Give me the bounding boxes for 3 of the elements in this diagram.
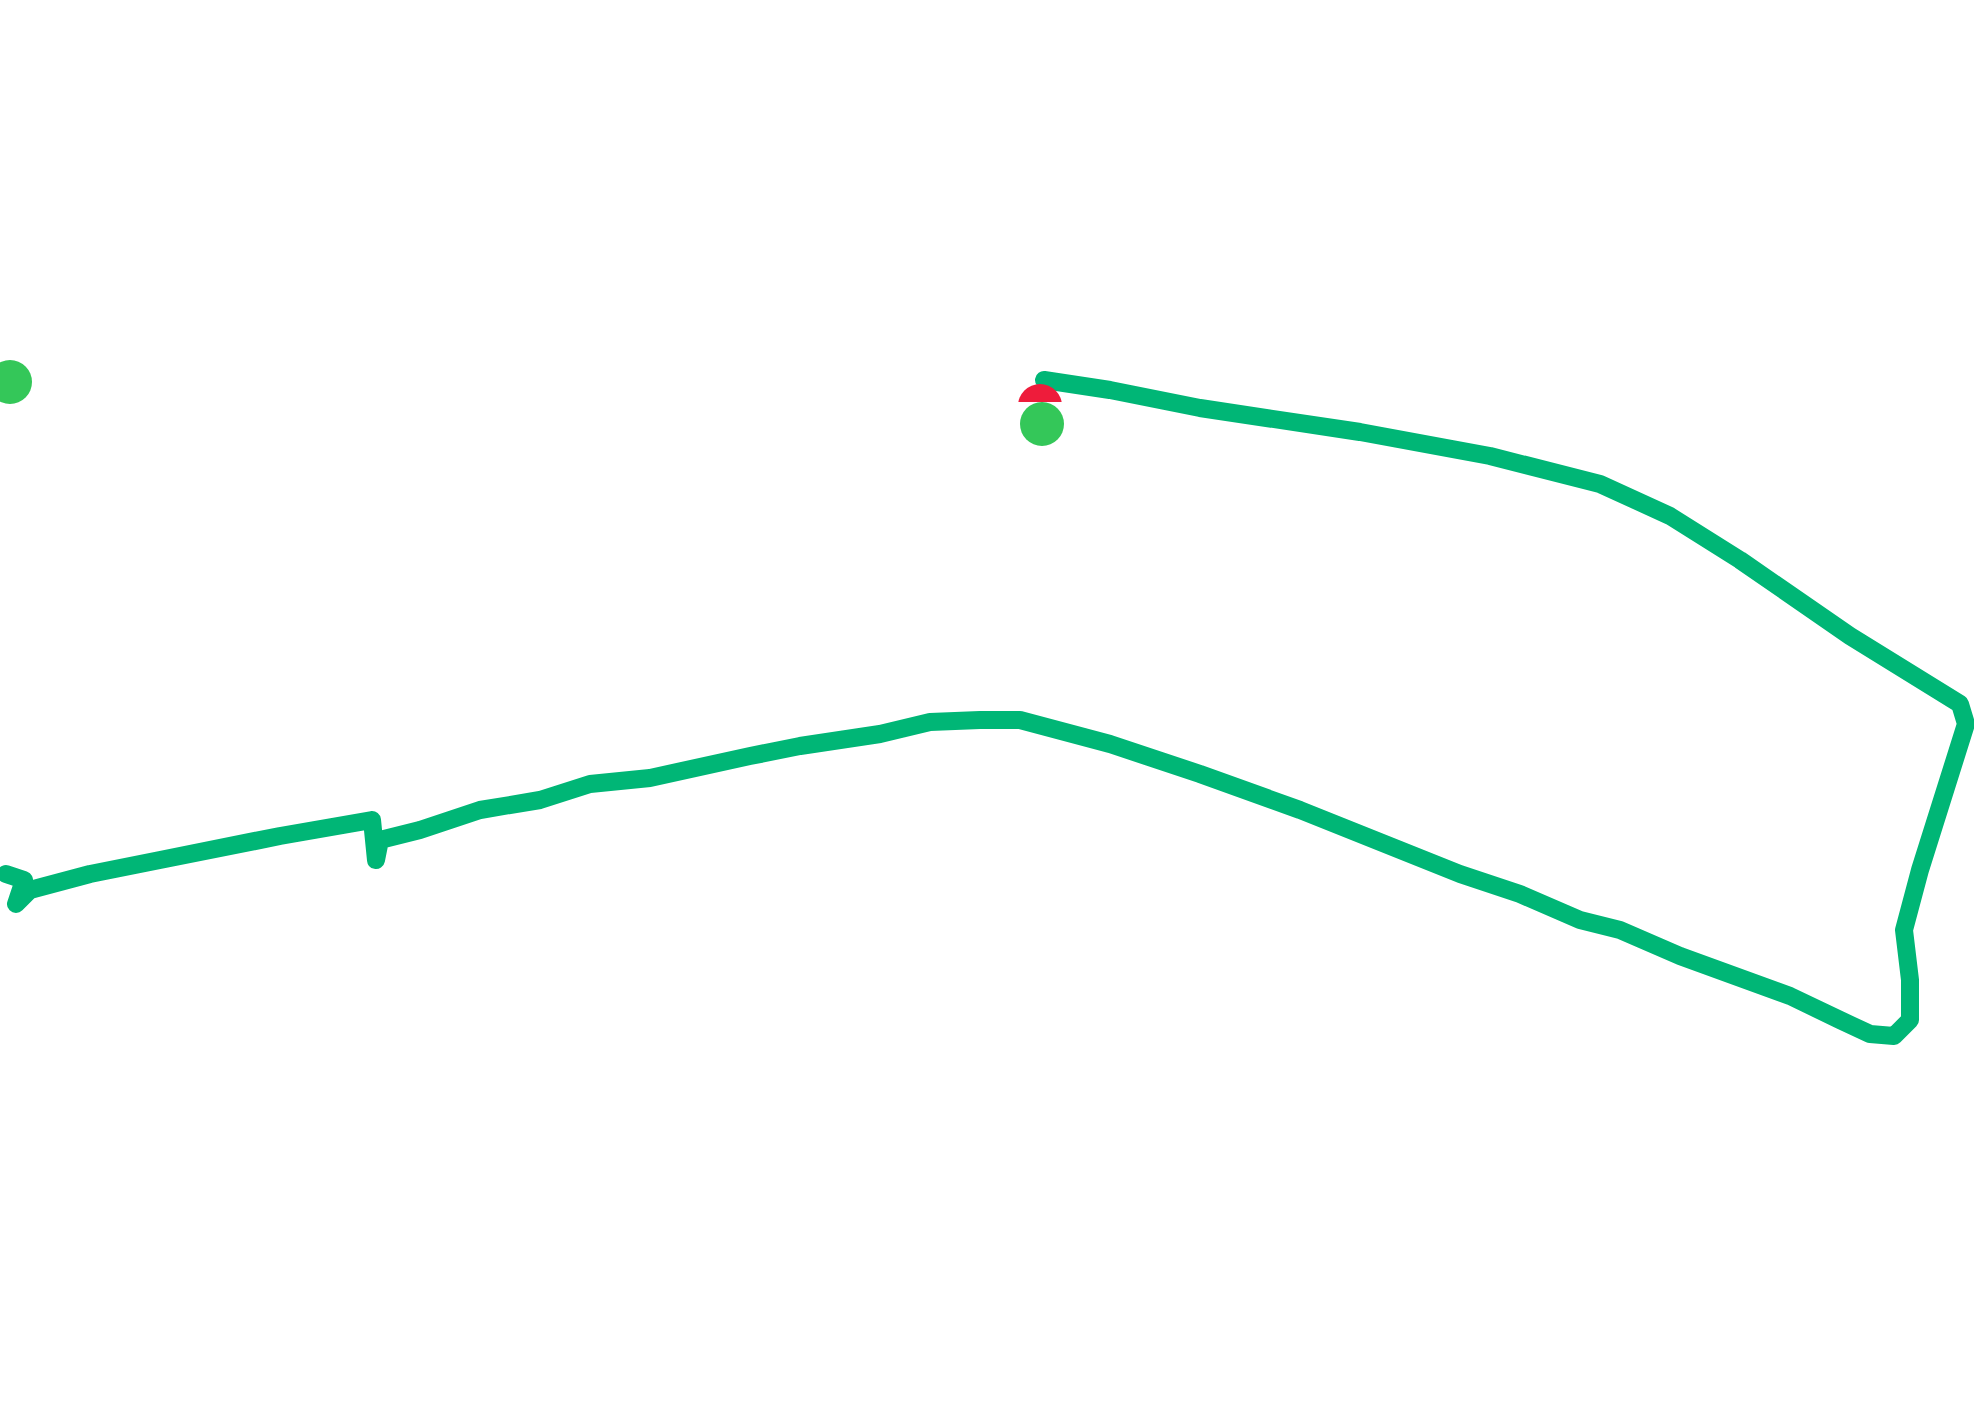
start-marker (1020, 402, 1064, 446)
end-marker (1018, 384, 1062, 402)
start-marker (0, 360, 32, 404)
